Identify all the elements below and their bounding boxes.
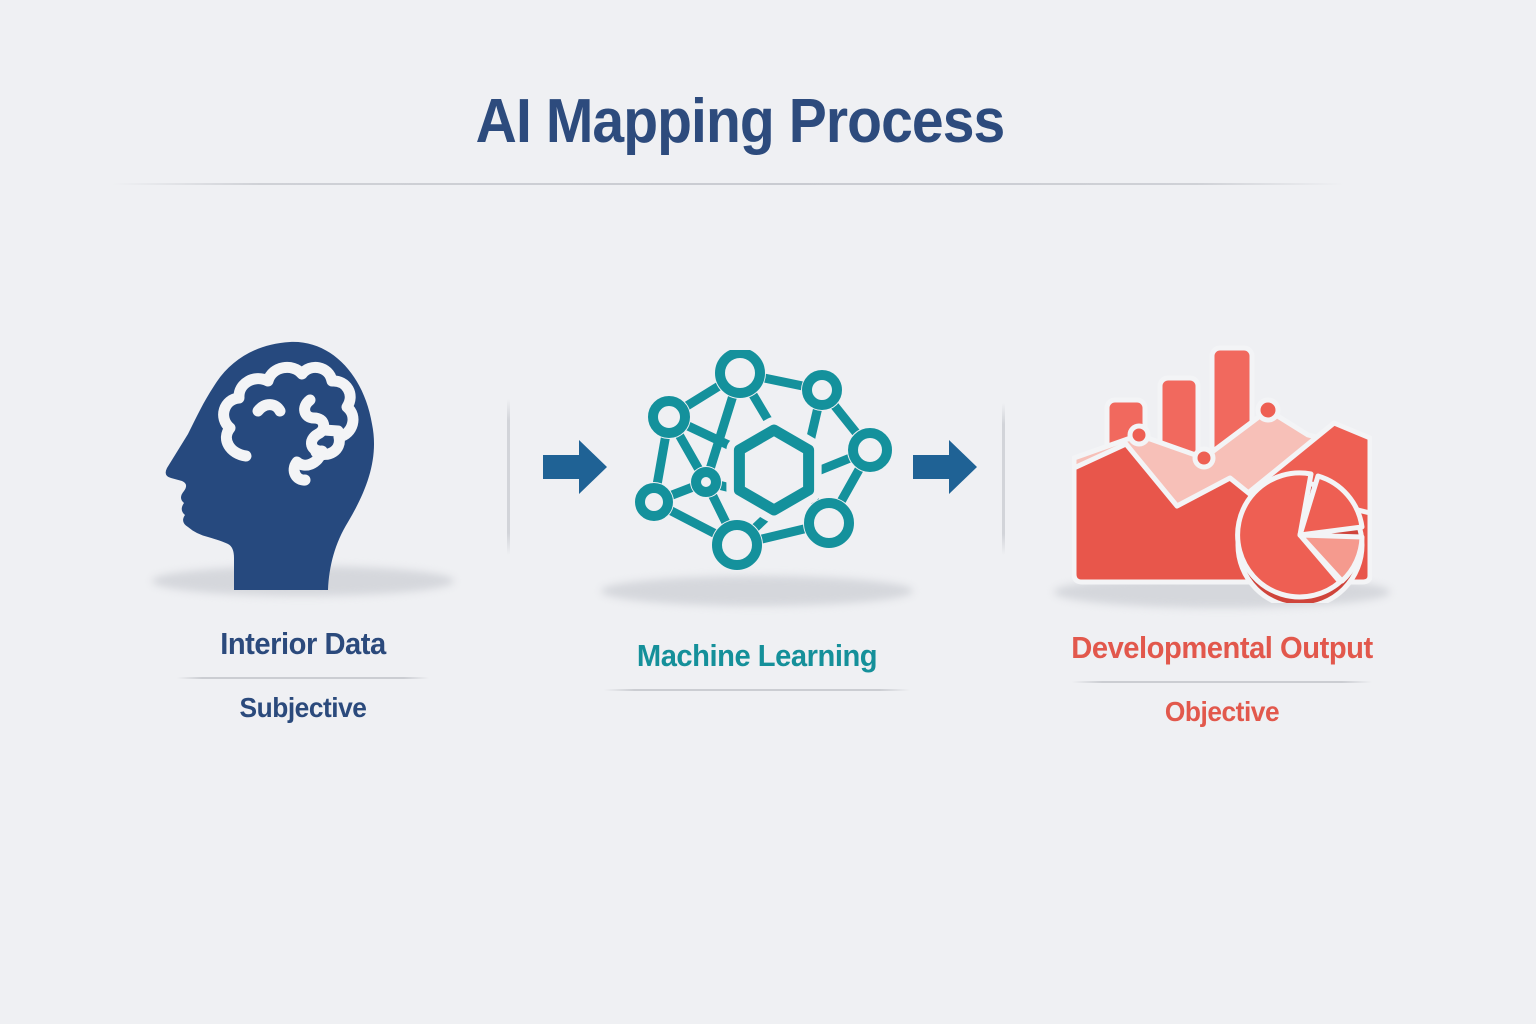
section-separator-line — [1002, 403, 1005, 555]
interior-data-icon-area — [123, 338, 483, 600]
neural-network-icon — [634, 350, 892, 571]
stage-developmental-output: Developmental Output Objective — [1042, 338, 1402, 728]
developmental-output-icon-area — [1042, 338, 1402, 608]
arrow-right-icon — [913, 440, 977, 494]
head-brain-icon — [165, 341, 375, 590]
arrow-right-icon — [543, 440, 607, 494]
header-divider — [112, 183, 1344, 185]
icon-shadow — [601, 576, 913, 606]
network-nodes — [635, 350, 892, 570]
stage-label: Machine Learning — [636, 638, 878, 673]
pie-chart-body — [1235, 470, 1343, 600]
stage-label-divider — [1072, 681, 1372, 683]
analytics-charts-icon — [1072, 345, 1372, 603]
stage-sublabel: Objective — [1164, 696, 1280, 727]
stage-machine-learning: Machine Learning — [577, 338, 937, 704]
stage-label: Developmental Output — [1071, 630, 1373, 665]
stage-sublabel: Subjective — [239, 692, 367, 723]
page-title: AI Mapping Process — [475, 87, 1006, 156]
machine-learning-icon-area — [577, 350, 937, 612]
pie-chart-slice-top — [1297, 473, 1365, 538]
hexagon-node — [733, 424, 815, 516]
stage-label-divider — [604, 689, 910, 691]
line-chart-dots — [1127, 397, 1281, 470]
stage-interior-data: Interior Data Subjective — [123, 338, 483, 724]
brain-outline — [218, 361, 359, 486]
stage-label: Interior Data — [220, 626, 386, 661]
section-separator-line — [507, 399, 510, 555]
head-silhouette — [165, 341, 375, 590]
pie-chart-slice-light — [1297, 532, 1365, 584]
stage-label-divider — [177, 677, 429, 679]
